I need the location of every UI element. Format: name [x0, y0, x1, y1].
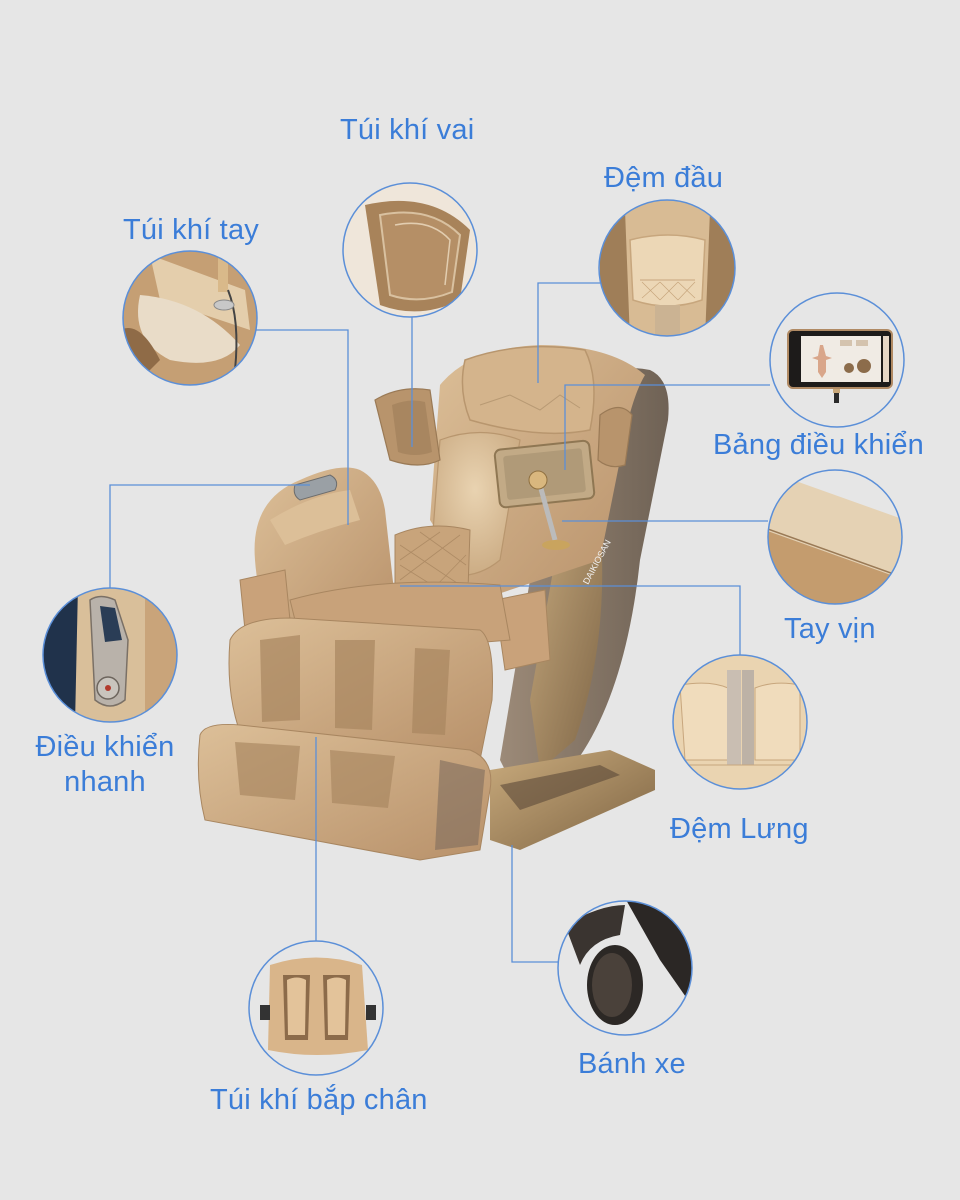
callout-circle-armrest — [767, 469, 903, 605]
label-control-panel: Bảng điều khiển — [713, 429, 924, 461]
label-arm-airbag: Túi khí tay — [123, 214, 259, 246]
label-head-cushion: Đệm đầu — [604, 162, 724, 194]
label-quick-control-line1: Điều khiển — [35, 731, 175, 763]
label-wheel: Bánh xe — [578, 1048, 686, 1080]
callout-circle-arm-airbag — [122, 250, 258, 386]
label-back-cushion: Đệm Lưng — [670, 813, 809, 845]
callout-circle-wheel — [557, 900, 693, 1036]
callout-circle-head-cushion — [598, 199, 736, 337]
callout-circle-back-cushion — [672, 654, 808, 790]
connector-lines — [109, 282, 770, 963]
label-shoulder-airbag: Túi khí vai — [340, 114, 475, 146]
callout-circle-quick-control — [42, 587, 178, 723]
label-calf-airbag: Túi khí bắp chân — [210, 1084, 428, 1116]
callout-circle-shoulder-airbag — [342, 182, 478, 318]
label-quick-control-line2: nhanh — [64, 765, 146, 798]
massage-chair-illustration: DAIKIOSAN — [197, 345, 669, 861]
callout-circle-control-panel — [769, 292, 905, 428]
callout-circle-calf-airbag — [248, 940, 384, 1076]
label-quick-control: Điều khiển nhanh — [30, 730, 180, 800]
label-armrest: Tay vịn — [784, 613, 876, 645]
